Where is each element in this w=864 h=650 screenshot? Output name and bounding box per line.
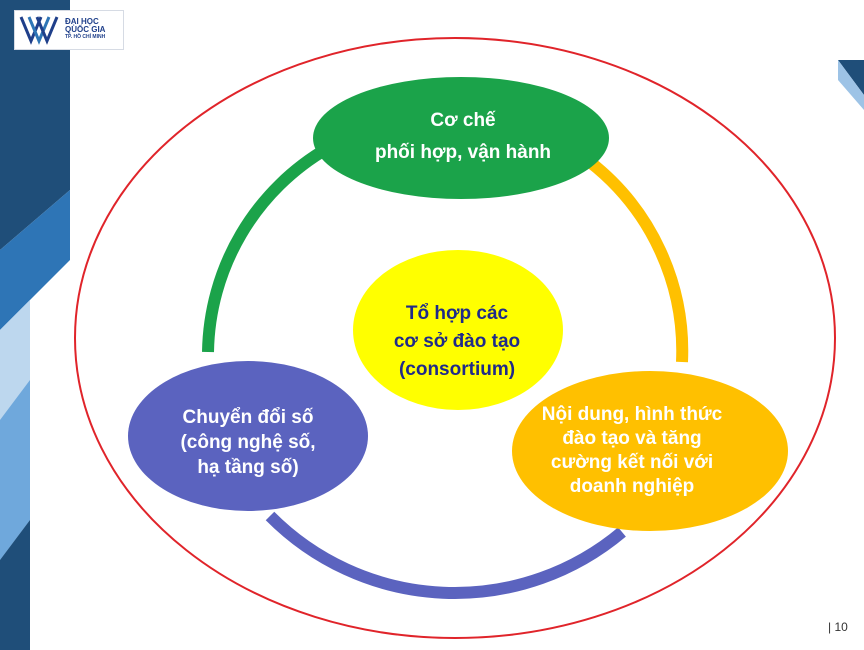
logo-emblem [19, 16, 59, 45]
left-node-line-3: hạ tầng số) [197, 456, 299, 478]
left-node-label: Chuyển đổi số (công nghệ số, hạ tầng số) [128, 372, 368, 512]
right-node-line-3: cường kết nối với [550, 452, 714, 473]
sidebar-light-band-2 [0, 380, 30, 560]
right-node-line-4: doanh nghiệp [569, 476, 695, 497]
logo-line-1: ĐẠI HỌC [65, 17, 99, 26]
page-number: | 10 [828, 620, 848, 634]
logo-text: ĐẠI HỌC QUỐC GIA TP. HỒ CHÍ MINH [65, 17, 106, 40]
center-node-shape [353, 250, 563, 410]
right-node-line-2: đào tạo và tăng [562, 428, 702, 449]
sidebar-mid-band [0, 190, 70, 330]
top-node-label: Cơ chế phối hợp, vận hành [318, 82, 608, 192]
center-node-line-3: (consortium) [398, 359, 516, 380]
sidebar-dark-band-2 [0, 520, 30, 650]
left-node-shape [128, 361, 368, 511]
top-node-line-1: Cơ chế [430, 110, 496, 131]
corner-light-band [838, 60, 864, 110]
logo-line-3: TP. HỒ CHÍ MINH [65, 33, 106, 40]
top-node-shape [313, 77, 609, 199]
right-node-label: Nội dung, hình thức đào tạo và tăng cườn… [512, 376, 752, 526]
arc-orange [586, 157, 689, 363]
center-node-line-1: Tổ hợp các [405, 303, 509, 324]
left-node-line-1: Chuyển đổi số [182, 406, 314, 428]
arc-blue [265, 511, 626, 599]
center-node-line-2: cơ sở đào tạo [393, 331, 521, 352]
right-node-shape [512, 371, 788, 531]
logo-line-2: QUỐC GIA [65, 25, 106, 35]
left-node-line-2: (công nghệ số, [180, 431, 316, 453]
center-node-label: Tổ hợp các cơ sở đào tạo (consortium) [352, 262, 562, 422]
right-node-line-1: Nội dung, hình thức [541, 404, 723, 425]
arc-green [202, 142, 332, 353]
top-node-line-2: phối hợp, vận hành [374, 142, 552, 163]
outer-ring [74, 37, 836, 639]
sidebar-dark-band [0, 0, 70, 250]
university-logo: ĐẠI HỌC QUỐC GIA TP. HỒ CHÍ MINH [14, 10, 124, 50]
